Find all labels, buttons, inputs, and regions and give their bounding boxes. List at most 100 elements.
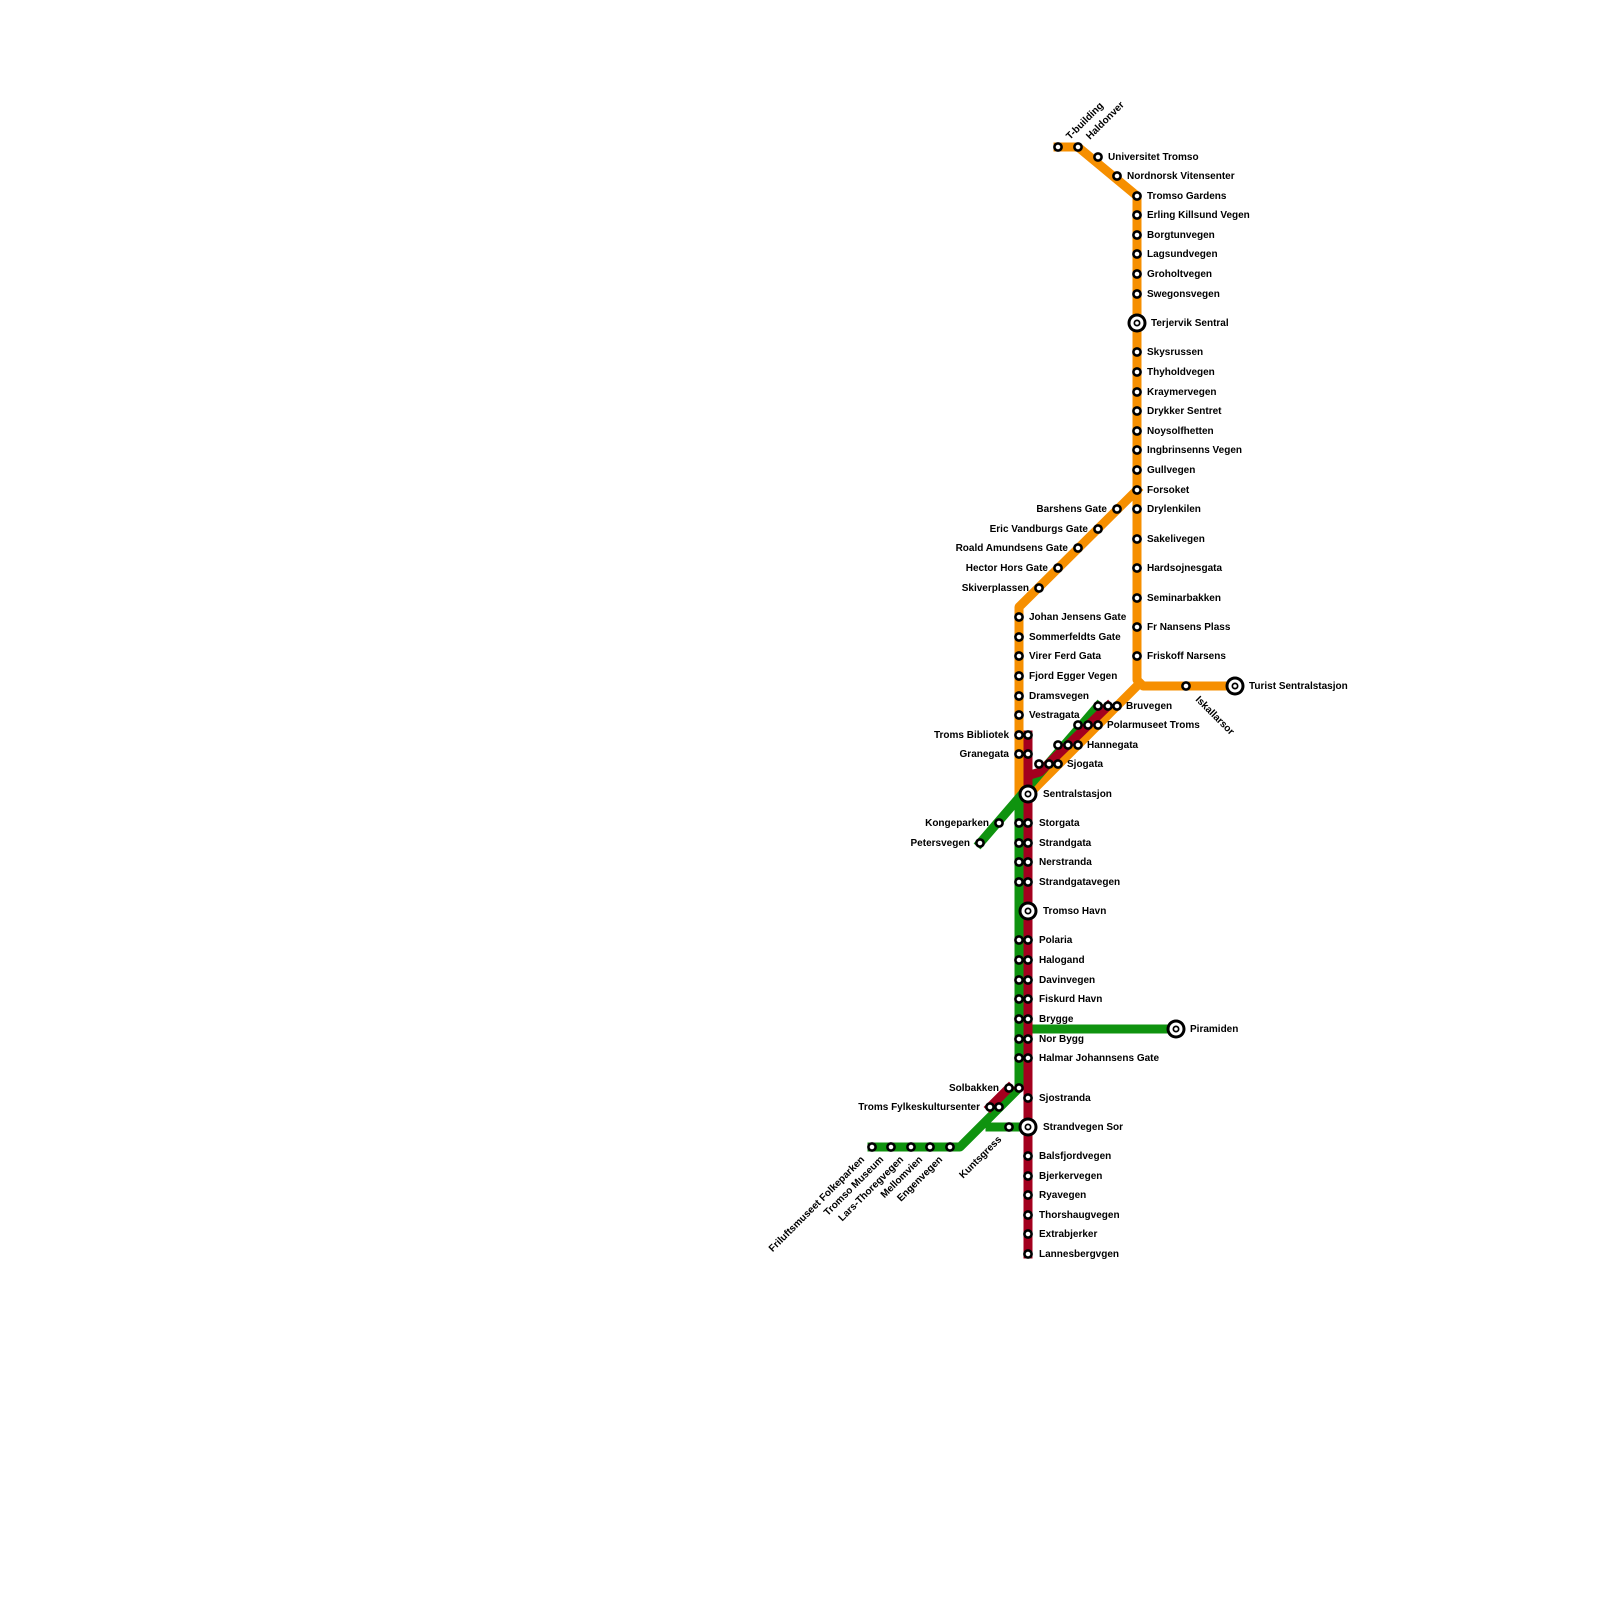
station-marker[interactable] xyxy=(1014,955,1024,965)
station-marker[interactable] xyxy=(1132,347,1142,357)
station-label-noysolfhetten: Noysolfhetten xyxy=(1147,426,1214,437)
station-marker[interactable] xyxy=(1014,1034,1024,1044)
station-marker[interactable] xyxy=(1132,504,1142,514)
station-marker[interactable] xyxy=(1053,740,1063,750)
station-marker[interactable] xyxy=(1023,857,1033,867)
station-marker[interactable] xyxy=(1014,1053,1024,1063)
station-marker[interactable] xyxy=(1014,857,1024,867)
station-marker[interactable] xyxy=(1132,269,1142,279)
station-marker[interactable] xyxy=(1023,1190,1033,1200)
station-label-nordnorsk-vitensenter: Nordnorsk Vitensenter xyxy=(1127,171,1235,182)
station-marker[interactable] xyxy=(1023,1034,1033,1044)
station-marker[interactable] xyxy=(1014,749,1024,759)
station-marker[interactable] xyxy=(1023,1249,1033,1259)
station-marker[interactable] xyxy=(1034,759,1044,769)
station-marker[interactable] xyxy=(1132,465,1142,475)
station-marker[interactable] xyxy=(867,1142,877,1152)
station-marker[interactable] xyxy=(1023,994,1033,1004)
station-marker[interactable] xyxy=(1132,210,1142,220)
station-marker[interactable] xyxy=(1132,289,1142,299)
station-marker[interactable] xyxy=(1132,230,1142,240)
station-marker[interactable] xyxy=(1014,612,1024,622)
station-marker[interactable] xyxy=(1073,543,1083,553)
station-marker[interactable] xyxy=(1093,524,1103,534)
station-marker[interactable] xyxy=(1023,1093,1033,1103)
station-marker[interactable] xyxy=(1014,691,1024,701)
station-marker[interactable] xyxy=(1053,563,1063,573)
station-marker[interactable] xyxy=(1034,583,1044,593)
station-marker[interactable] xyxy=(1132,593,1142,603)
station-marker[interactable] xyxy=(1023,935,1033,945)
station-marker[interactable] xyxy=(1023,730,1033,740)
station-marker[interactable] xyxy=(1023,1171,1033,1181)
station-marker[interactable] xyxy=(1014,935,1024,945)
station-marker[interactable] xyxy=(886,1142,896,1152)
station-marker[interactable] xyxy=(1132,563,1142,573)
station-marker[interactable] xyxy=(1132,485,1142,495)
station-marker[interactable] xyxy=(1023,1210,1033,1220)
station-marker[interactable] xyxy=(1014,1014,1024,1024)
station-marker[interactable] xyxy=(1132,622,1142,632)
station-marker[interactable] xyxy=(1023,955,1033,965)
station-marker[interactable] xyxy=(1023,1014,1033,1024)
station-marker[interactable] xyxy=(1132,249,1142,259)
station-marker[interactable] xyxy=(1023,1053,1033,1063)
station-marker[interactable] xyxy=(1044,759,1054,769)
station-marker[interactable] xyxy=(975,838,985,848)
station-marker[interactable] xyxy=(1014,975,1024,985)
station-label-storgata: Storgata xyxy=(1039,818,1080,829)
station-marker[interactable] xyxy=(1093,701,1103,711)
station-marker[interactable] xyxy=(994,818,1004,828)
station-marker[interactable] xyxy=(1014,710,1024,720)
station-marker[interactable] xyxy=(1053,142,1063,152)
station-marker[interactable] xyxy=(1023,1229,1033,1239)
station-marker[interactable] xyxy=(906,1142,916,1152)
station-marker[interactable] xyxy=(1014,818,1024,828)
station-marker[interactable] xyxy=(1112,171,1122,181)
station-marker[interactable] xyxy=(1093,720,1103,730)
station-marker[interactable] xyxy=(1112,504,1122,514)
station-marker[interactable] xyxy=(1014,671,1024,681)
station-marker[interactable] xyxy=(1112,701,1122,711)
station-marker[interactable] xyxy=(1132,445,1142,455)
station-marker[interactable] xyxy=(1014,838,1024,848)
station-label-fr-nansens-plass: Fr Nansens Plass xyxy=(1147,622,1231,633)
station-marker[interactable] xyxy=(1132,387,1142,397)
station-marker[interactable] xyxy=(945,1142,955,1152)
station-marker[interactable] xyxy=(1004,1122,1014,1132)
station-marker[interactable] xyxy=(1132,651,1142,661)
station-marker[interactable] xyxy=(1132,426,1142,436)
station-marker[interactable] xyxy=(1132,367,1142,377)
station-marker[interactable] xyxy=(1073,740,1083,750)
station-marker[interactable] xyxy=(1181,681,1191,691)
station-marker[interactable] xyxy=(1023,1151,1033,1161)
station-marker[interactable] xyxy=(1023,975,1033,985)
station-marker[interactable] xyxy=(1023,749,1033,759)
station-marker[interactable] xyxy=(1073,720,1083,730)
station-marker[interactable] xyxy=(985,1102,995,1112)
station-marker[interactable] xyxy=(925,1142,935,1152)
station-marker[interactable] xyxy=(1023,818,1033,828)
station-marker[interactable] xyxy=(1132,534,1142,544)
station-marker[interactable] xyxy=(1073,142,1083,152)
station-marker[interactable] xyxy=(1014,1083,1024,1093)
station-marker[interactable] xyxy=(1132,191,1142,201)
station-marker[interactable] xyxy=(1023,838,1033,848)
station-marker[interactable] xyxy=(1103,701,1113,711)
station-marker[interactable] xyxy=(1014,632,1024,642)
station-marker[interactable] xyxy=(1014,877,1024,887)
station-marker[interactable] xyxy=(1014,730,1024,740)
station-marker[interactable] xyxy=(1132,406,1142,416)
station-marker[interactable] xyxy=(1083,720,1093,730)
station-marker[interactable] xyxy=(1063,740,1073,750)
station-label-barshens-gate: Barshens Gate xyxy=(1036,504,1107,515)
station-marker[interactable] xyxy=(1053,759,1063,769)
station-label-lannesbergvgen: Lannesbergvgen xyxy=(1039,1249,1119,1260)
station-label-tromso-havn: Tromso Havn xyxy=(1043,906,1106,917)
station-marker[interactable] xyxy=(1014,651,1024,661)
station-marker[interactable] xyxy=(1093,152,1103,162)
station-marker[interactable] xyxy=(1014,994,1024,1004)
station-marker[interactable] xyxy=(1004,1083,1014,1093)
station-marker[interactable] xyxy=(994,1102,1004,1112)
station-marker[interactable] xyxy=(1023,877,1033,887)
